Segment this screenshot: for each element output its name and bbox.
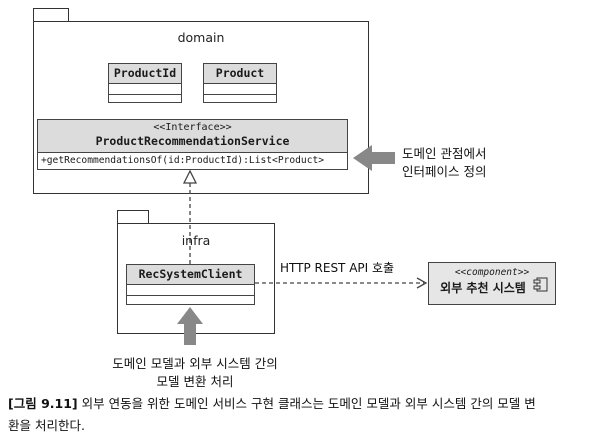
domain-package-label: domain xyxy=(177,30,225,45)
interface-stereotype: <<Interface>> xyxy=(153,122,232,133)
domain-view-note: 도메인 관점에서 인터페이스 정의 xyxy=(402,145,486,181)
rec-system-client-attributes xyxy=(127,285,254,296)
component-name: 외부 추천 시스템 xyxy=(440,281,526,295)
conversion-note-line1: 도메인 모델과 외부 시스템 간의 xyxy=(112,356,278,371)
figure-number: [그림 9.11] xyxy=(8,396,78,411)
dependency-arrowhead xyxy=(416,277,428,289)
component-icon xyxy=(533,277,548,292)
product-class-name: Product xyxy=(204,64,276,84)
figure-caption-line2: 환을 처리한다. xyxy=(8,418,85,433)
product-class: Product xyxy=(203,63,277,103)
product-attributes xyxy=(204,84,276,95)
domain-view-note-line2: 인터페이스 정의 xyxy=(402,164,487,179)
product-id-attributes xyxy=(109,84,181,95)
interface-header: <<Interface>> ProductRecommendationServi… xyxy=(38,120,347,153)
product-id-class: ProductId xyxy=(108,63,182,103)
component-stereotype: <<component>> xyxy=(454,267,530,278)
infra-package-label: infra xyxy=(181,233,211,248)
rec-system-client-class: RecSystemClient xyxy=(126,264,255,305)
domain-package-tab xyxy=(33,8,69,22)
conversion-note: 도메인 모델과 외부 시스템 간의 모델 변환 처리 xyxy=(110,355,280,391)
interface-method: +getRecommendationsOf(id:ProductId):List… xyxy=(41,155,325,166)
figure-caption-text1: 외부 연동을 위한 도메인 서비스 구현 클래스는 도메인 모델과 외부 시스템… xyxy=(81,396,536,411)
product-id-class-name: ProductId xyxy=(109,64,181,84)
realization-arrowhead xyxy=(182,169,198,184)
domain-view-note-line1: 도메인 관점에서 xyxy=(402,146,487,161)
figure-caption-line1: [그림 9.11] 외부 연동을 위한 도메인 서비스 구현 클래스는 도메인 … xyxy=(8,393,536,415)
figure-caption: [그림 9.11] 외부 연동을 위한 도메인 서비스 구현 클래스는 도메인 … xyxy=(8,393,536,437)
conversion-callout-arrow xyxy=(177,307,203,345)
product-recommendation-service-interface: <<Interface>> ProductRecommendationServi… xyxy=(37,119,348,170)
domain-view-callout-arrow xyxy=(353,145,395,171)
infra-package-tab xyxy=(117,210,149,224)
conversion-note-line2: 모델 변환 처리 xyxy=(156,374,234,389)
http-rest-api-label: HTTP REST API 호출 xyxy=(280,261,395,275)
rec-system-client-class-name: RecSystemClient xyxy=(127,265,254,285)
interface-name: ProductRecommendationService xyxy=(95,134,290,148)
